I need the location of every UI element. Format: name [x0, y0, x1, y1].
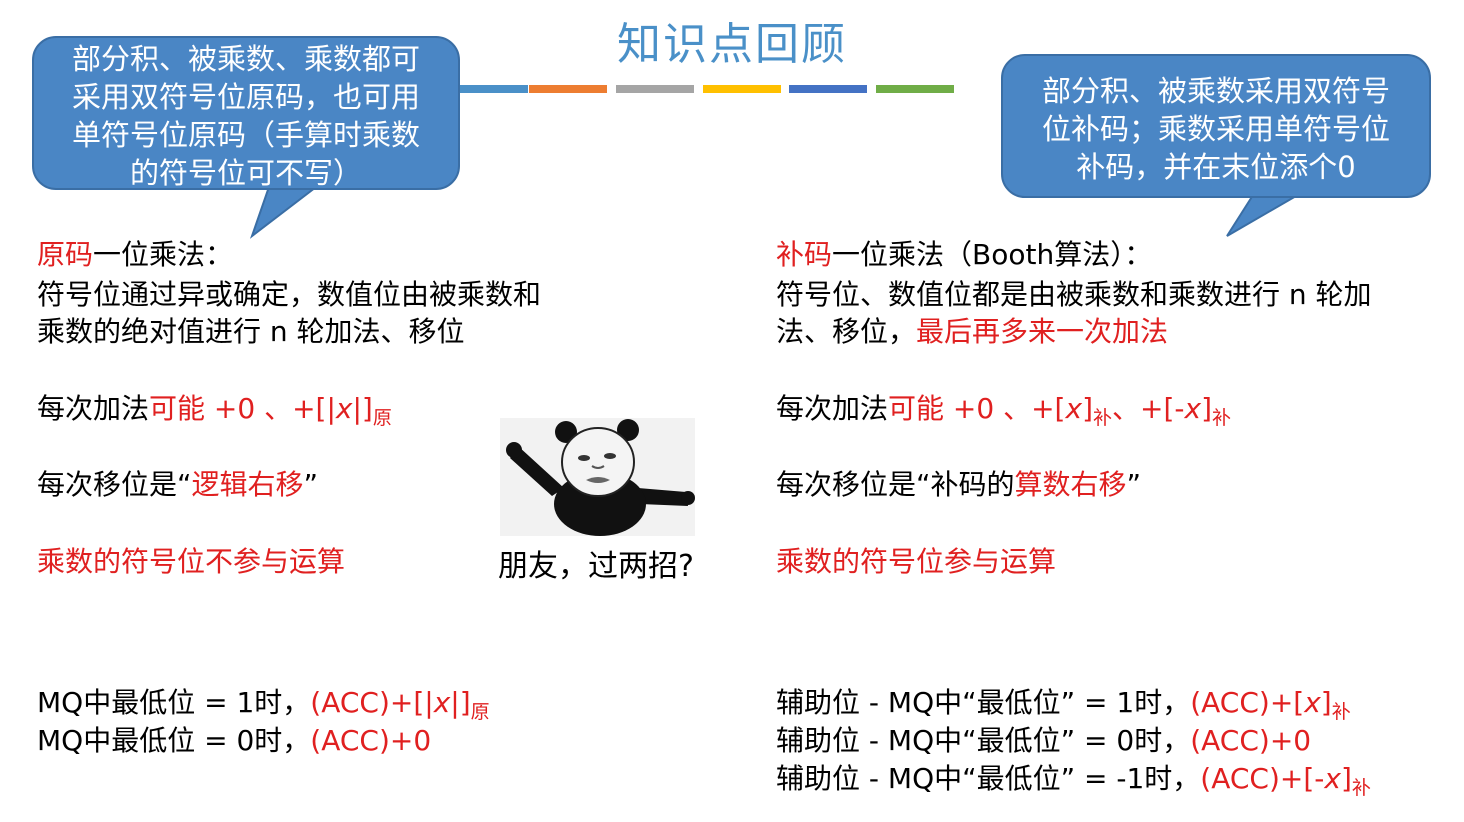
divider-segment — [616, 85, 694, 93]
right-rule1-prefix: 辅助位 - MQ中“最低位” = 1时， — [776, 686, 1191, 719]
left-sign-note: 乘数的符号位不参与运算 — [37, 545, 346, 578]
left-mq-rule-2: MQ中最低位 = 0时，(ACC)+0 — [37, 722, 431, 760]
right-addition-subscript-2: 补 — [1212, 407, 1232, 429]
bubble-left-line: 的符号位可不写） — [129, 156, 362, 190]
left-rule2-prefix: MQ中最低位 = 0时， — [37, 724, 311, 757]
right-rule3-subscript: 补 — [1351, 777, 1371, 799]
right-rule3-x: x — [1324, 762, 1341, 795]
right-mq-rule-1: 辅助位 - MQ中“最低位” = 1时，(ACC)+[x]补 — [776, 684, 1351, 731]
bubble-right: 部分积、被乘数采用双符号 位补码；乘数采用单符号位 补码，并在末位添个0 — [1001, 54, 1431, 198]
right-rule1-value: (ACC)+[ — [1190, 686, 1305, 719]
right-desc-prefix: 法、移位， — [776, 315, 917, 348]
left-addition-value: 可能 +0 、+[| — [149, 392, 336, 425]
bubble-left-line: 单符号位原码（手算时乘数 — [71, 118, 420, 152]
right-rule2-value: (ACC)+0 — [1190, 724, 1312, 757]
left-shift-prefix: 每次移位是“ — [37, 468, 192, 501]
right-mq-rule-2: 辅助位 - MQ中“最低位” = 0时，(ACC)+0 — [776, 722, 1311, 760]
divider-segment — [703, 85, 781, 93]
right-rule1-subscript: 补 — [1331, 701, 1351, 723]
right-rule3-prefix: 辅助位 - MQ中“最低位” = -1时， — [776, 762, 1201, 795]
left-rule1-prefix: MQ中最低位 = 1时， — [37, 686, 311, 719]
right-mq-rule-3: 辅助位 - MQ中“最低位” = -1时，(ACC)+[-x]补 — [776, 760, 1371, 807]
left-heading: 原码一位乘法： — [37, 236, 233, 274]
left-mq-rule-1: MQ中最低位 = 1时，(ACC)+[|x|]原 — [37, 684, 490, 731]
left-addition-prefix: 每次加法 — [37, 392, 150, 425]
right-addition-subscript-1: 补 — [1093, 407, 1113, 429]
left-shift-rule: 每次移位是“逻辑右移” — [37, 466, 318, 504]
right-addition-close-2: ] — [1201, 392, 1213, 425]
right-rule3-close: ] — [1340, 762, 1352, 795]
divider-segment — [450, 85, 528, 93]
right-addition-close-1: ] — [1082, 392, 1093, 425]
left-addition-subscript: 原 — [372, 407, 392, 429]
left-heading-keyword: 原码 — [37, 238, 94, 271]
right-rule2-prefix: 辅助位 - MQ中“最低位” = 0时， — [776, 724, 1191, 757]
bubble-right-line: 位补码；乘数采用单符号位 — [1041, 112, 1390, 146]
bubble-left: 部分积、被乘数、乘数都可 采用双符号位原码，也可用 单符号位原码（手算时乘数 的… — [32, 36, 460, 190]
left-rule1-close: |] — [450, 686, 471, 719]
right-addition-prefix: 每次加法 — [776, 392, 889, 425]
left-description-line: 符号位通过异或确定，数值位由被乘数和 — [37, 278, 542, 311]
bubble-right-line: 部分积、被乘数采用双符号 — [1041, 74, 1390, 108]
right-addition-x-1: x — [1065, 392, 1083, 425]
meme-caption: 朋友，过两招? — [498, 549, 694, 584]
right-rule1-close: ] — [1320, 686, 1332, 719]
page-title: 知识点回顾 — [617, 19, 847, 70]
right-shift-rule: 每次移位是“补码的算数右移” — [776, 466, 1141, 504]
left-rule1-value: (ACC)+[| — [310, 686, 434, 719]
left-rule1-subscript: 原 — [470, 701, 490, 723]
bubble-left-line: 采用双符号位原码，也可用 — [71, 80, 420, 114]
right-addition-rule: 每次加法可能 +0 、+[x]补、+[-x]补 — [776, 390, 1231, 437]
left-shift-suffix: ” — [303, 468, 319, 501]
right-heading: 补码一位乘法（Booth算法）： — [776, 236, 1152, 274]
bubble-left-line: 部分积、被乘数、乘数都可 — [71, 42, 420, 76]
right-shift-suffix: ” — [1126, 468, 1142, 501]
left-heading-rest: 一位乘法： — [93, 238, 234, 271]
left-addition-x: x — [335, 392, 353, 425]
left-rule1-x: x — [433, 686, 451, 719]
right-sign-note: 乘数的符号位参与运算 — [776, 545, 1057, 578]
divider-segment — [876, 85, 954, 93]
right-addition-x-2: x — [1184, 392, 1202, 425]
left-rule2-value: (ACC)+0 — [310, 724, 432, 757]
left-description-line: 乘数的绝对值进行 n 轮加法、移位 — [37, 315, 465, 348]
bubble-right-line: 补码，并在末位添个0 — [1076, 150, 1356, 184]
divider-segment — [789, 85, 867, 93]
right-rule3-value: (ACC)+[- — [1200, 762, 1325, 795]
left-addition-rule: 每次加法可能 +0 、+[|x|]原 — [37, 390, 392, 437]
right-rule1-x: x — [1304, 686, 1321, 719]
right-addition-value-1: 可能 +0 、+[ — [888, 392, 1066, 425]
right-description-line-2: 法、移位，最后再多来一次加法 — [776, 313, 1168, 351]
right-heading-rest: 一位乘法（Booth算法）： — [832, 238, 1153, 271]
right-addition-value-2: 、+[- — [1112, 392, 1185, 425]
left-addition-close: |] — [352, 392, 373, 425]
panda-meme-icon — [500, 418, 695, 536]
right-description-line: 符号位、数值位都是由被乘数和乘数进行 n 轮加 — [776, 278, 1372, 311]
right-desc-highlight: 最后再多来一次加法 — [916, 315, 1169, 348]
divider-segment — [529, 85, 607, 93]
right-shift-keyword: 算数右移 — [1014, 468, 1127, 501]
right-shift-prefix: 每次移位是“补码的 — [776, 468, 1015, 501]
left-shift-keyword: 逻辑右移 — [191, 468, 304, 501]
right-heading-keyword: 补码 — [776, 238, 833, 271]
